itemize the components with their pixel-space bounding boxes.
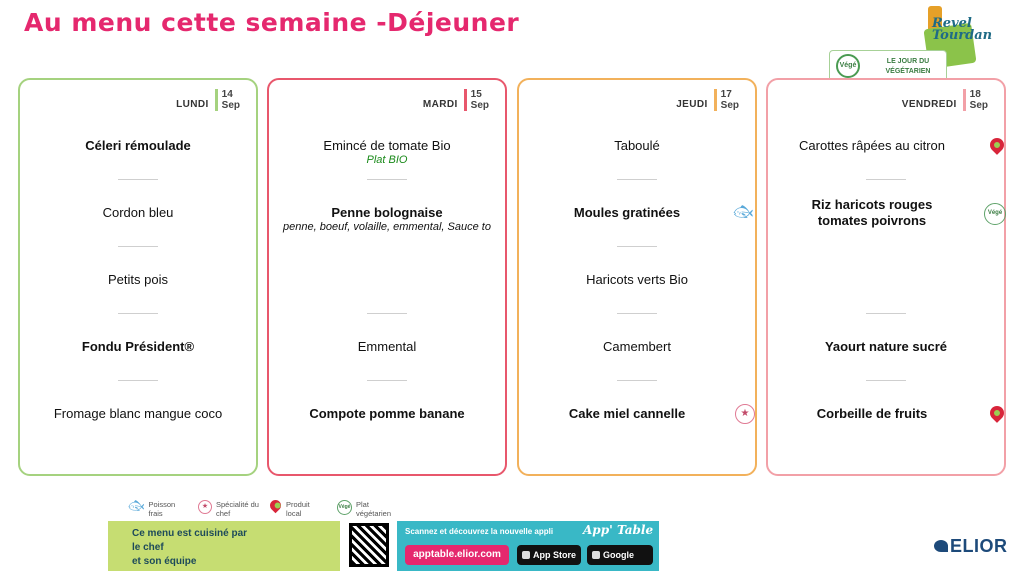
- menu-item-note: penne, boeuf, volaille, emmental, Sauce …: [283, 221, 491, 233]
- app-store-button[interactable]: App Store: [517, 545, 581, 565]
- day-name: JEUDI: [676, 98, 708, 110]
- day-name: LUNDI: [176, 98, 209, 110]
- menu-item: Carottes râpées au citron: [799, 138, 945, 153]
- menu-item: Riz haricots rouges tomates poivrons: [811, 197, 933, 228]
- menu-item: Cordon bleu: [102, 205, 174, 220]
- separator: [118, 246, 158, 247]
- menu-item: Camembert: [603, 339, 671, 354]
- day-header: MARDI 15 Sep: [423, 86, 489, 114]
- menu-item: Haricots verts Bio: [586, 272, 688, 287]
- separator: [617, 246, 657, 247]
- menu-item: Penne bolognaise penne, boeuf, volaille,…: [269, 205, 505, 234]
- menu-item: Emincé de tomate Bio Plat BIO: [269, 138, 505, 167]
- fish-icon: 🐟︎: [128, 498, 145, 513]
- app-promo-panel: Scannez et découvrez la nouvelle appli A…: [397, 521, 659, 576]
- qr-code[interactable]: [349, 523, 389, 567]
- separator: [617, 380, 657, 381]
- legend-fish: 🐟︎ Poisson frais: [128, 498, 176, 518]
- menu-item: Fondu Président®: [81, 339, 195, 354]
- separator: [367, 380, 407, 381]
- menu-item: Fromage blanc mangue coco: [53, 406, 223, 421]
- day-header: LUNDI 14 Sep: [176, 86, 240, 114]
- chef-icon: ★: [735, 404, 755, 424]
- menu-item: Emmental: [357, 339, 417, 354]
- separator: [866, 179, 906, 180]
- day-card-jeudi: JEUDI 17 Sep Taboulé Moules gratinées 🐟︎…: [517, 78, 757, 476]
- menu-item-note: Plat BIO: [366, 154, 408, 166]
- day-card-lundi: LUNDI 14 Sep Céleri rémoulade Cordon ble…: [18, 78, 258, 476]
- elior-logo-icon: [934, 540, 948, 552]
- menu-item: Yaourt nature sucré: [824, 339, 948, 354]
- elior-brand: ELIOR: [950, 536, 1008, 556]
- chef-message-panel: Ce menu est cuisiné par le chef et son é…: [108, 521, 340, 571]
- separator: [118, 380, 158, 381]
- legend-chef: ★ Spécialité du chef: [198, 500, 260, 518]
- day-header: VENDREDI 18 Sep: [902, 86, 988, 114]
- day-name: VENDREDI: [901, 98, 957, 110]
- menu-item: Céleri rémoulade: [85, 138, 191, 153]
- separator: [617, 313, 657, 314]
- local-pin-icon: [987, 135, 1007, 155]
- day-date: 14 Sep: [214, 89, 240, 111]
- vegetarian-day-label: LE JOUR DU VÉGÉTARIEN: [885, 58, 931, 75]
- day-date: 15 Sep: [463, 89, 489, 111]
- separator: [367, 313, 407, 314]
- page-title: Au menu cette semaine -Déjeuner: [24, 8, 520, 37]
- day-card-vendredi: VENDREDI 18 Sep Carottes râpées au citro…: [766, 78, 1007, 476]
- separator: [118, 179, 158, 180]
- app-name: App' Table: [583, 523, 654, 537]
- separator: [617, 179, 657, 180]
- menu-item: Moules gratinées: [573, 205, 681, 220]
- menu-item: Compote pomme banane: [309, 406, 465, 421]
- menu-item: Taboulé: [614, 138, 660, 153]
- local-pin-icon: [987, 403, 1007, 423]
- separator: [866, 380, 906, 381]
- vegetarian-day-banner: Végé LE JOUR DU VÉGÉTARIEN: [829, 50, 947, 82]
- day-date: 18 Sep: [962, 89, 988, 111]
- day-card-mardi: MARDI 15 Sep Emincé de tomate Bio Plat B…: [267, 78, 507, 476]
- menu-item: Petits pois: [108, 272, 168, 287]
- vege-badge-icon: Végé: [836, 54, 860, 78]
- day-header: JEUDI 17 Sep: [676, 86, 739, 114]
- logo-text: Revel Tourdan: [932, 16, 993, 43]
- chef-icon: ★: [198, 500, 212, 514]
- legend-vege: Végé Plat végétarien: [337, 500, 392, 518]
- separator: [367, 179, 407, 180]
- google-play-button[interactable]: Google Play: [587, 545, 653, 576]
- separator: [118, 313, 158, 314]
- scan-text: Scannez et découvrez la nouvelle appli: [405, 527, 554, 536]
- local-pin-icon: [267, 497, 284, 514]
- vege-icon: Végé: [984, 203, 1006, 225]
- legend-local: Produit local: [267, 497, 320, 518]
- day-date: 17 Sep: [713, 89, 739, 111]
- restaurant-logo: Revel Tourdan: [922, 4, 992, 70]
- menu-item: Corbeille de fruits: [816, 406, 928, 421]
- separator: [866, 313, 906, 314]
- vege-icon: Végé: [337, 500, 352, 515]
- app-url-link[interactable]: apptable.elior.com: [405, 545, 509, 565]
- day-name: MARDI: [422, 98, 458, 110]
- fish-icon: 🐟︎: [733, 204, 754, 221]
- menu-item: Cake miel cannelle: [568, 406, 686, 421]
